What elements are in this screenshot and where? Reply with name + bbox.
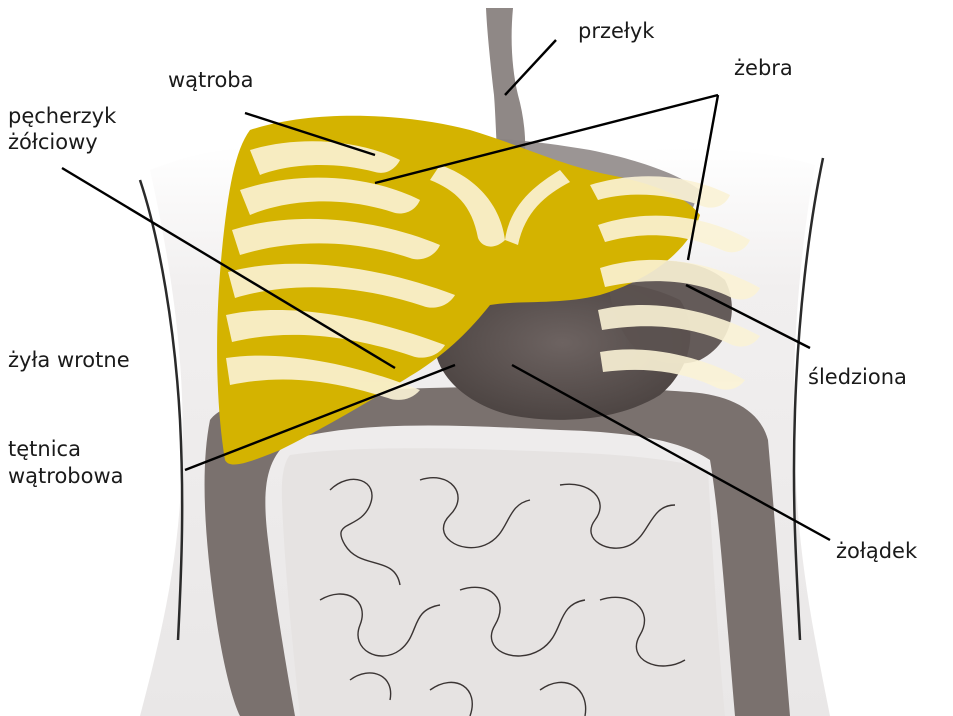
small-intestine-shape (282, 448, 725, 716)
label-pecherzyk-line2: żółciowy (8, 129, 98, 155)
label-pecherzyk-line1: pęcherzyk (8, 103, 116, 129)
label-zoladek: żołądek (836, 538, 917, 564)
label-sledziona: śledziona (808, 364, 907, 390)
label-watroba: wątroba (168, 67, 254, 93)
label-przelyk: przełyk (578, 18, 654, 44)
label-tetnica-line1: tętnica (8, 436, 81, 462)
label-zebra: żebra (734, 55, 793, 81)
label-tetnica-line2: wątrobowa (8, 463, 124, 489)
label-zyla: żyła wrotne (8, 347, 130, 373)
